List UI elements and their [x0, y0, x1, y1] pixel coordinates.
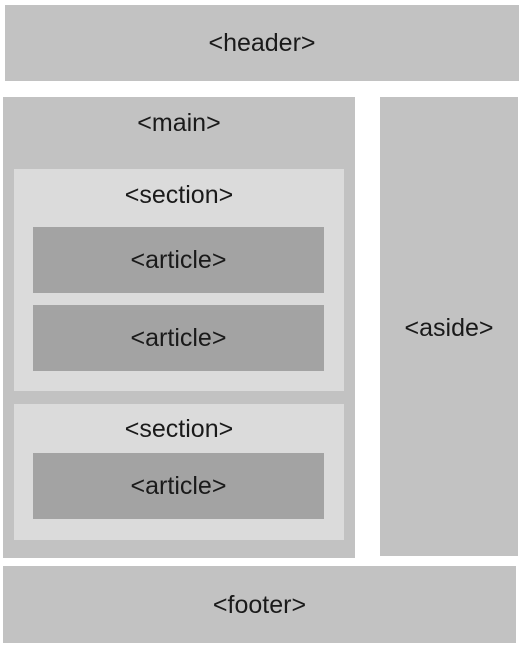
article-label-2: <article> [130, 324, 227, 352]
main-block: <main> <section> <article> <article> <se… [3, 97, 355, 558]
article-label-3: <article> [130, 472, 227, 500]
aside-label: <aside> [404, 314, 494, 342]
main-label: <main> [137, 109, 221, 137]
header-label: <header> [208, 29, 316, 57]
header-block: <header> [5, 5, 519, 81]
section-label-1: <section> [124, 181, 234, 209]
footer-label: <footer> [212, 590, 307, 619]
article-block-2: <article> [33, 305, 324, 371]
section-label-2: <section> [124, 415, 234, 443]
aside-block: <aside> [380, 97, 518, 556]
article-label-1: <article> [130, 246, 227, 274]
article-block-3: <article> [33, 453, 324, 519]
footer-block: <footer> [3, 566, 516, 643]
section-block-2: <section> <article> [14, 404, 344, 540]
section-block-1: <section> <article> <article> [14, 169, 344, 391]
article-block-1: <article> [33, 227, 324, 293]
